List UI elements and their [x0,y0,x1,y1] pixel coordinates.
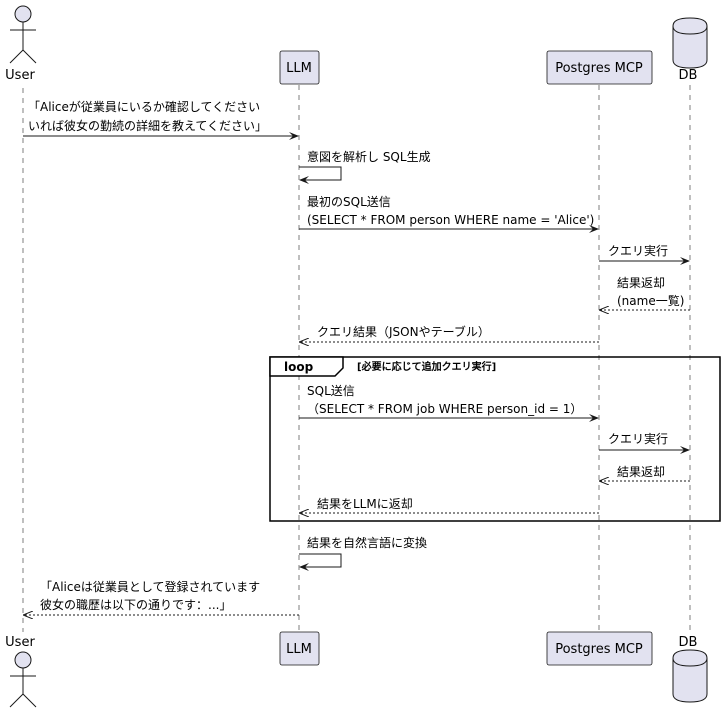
participant-mcp-bottom: Postgres MCP [546,631,653,666]
svg-text:クエリ結果（JSONやテーブル）: クエリ結果（JSONやテーブル） [317,324,490,339]
message-query-exec-2: クエリ実行 [599,431,690,454]
actor-head-icon [14,651,32,669]
message-llm-parse: 意図を解析し SQL生成 [299,149,431,184]
svg-text:(SELECT * FROM person WHERE na: (SELECT * FROM person WHERE name = 'Alic… [307,213,594,227]
message-first-sql: 最初のSQL送信 (SELECT * FROM person WHERE nam… [299,194,599,233]
svg-text:SQL送信: SQL送信 [307,383,355,398]
svg-text:（SELECT * FROM job WHERE perso: （SELECT * FROM job WHERE person_id = 1） [307,402,582,416]
message-query-exec-1: クエリ実行 [599,243,690,265]
loop-condition: [必要に応じて追加クエリ実行] [357,360,496,373]
participant-llm-label: LLM [286,61,312,76]
svg-text:結果返却: 結果返却 [617,465,665,479]
participant-db-label: DB [679,635,698,650]
participant-mcp-top: Postgres MCP [546,50,653,85]
database-icon [672,649,708,703]
message-query-result: クエリ結果（JSONやテーブル） [300,324,599,342]
participant-db-label: DB [679,68,698,83]
svg-text:クエリ実行: クエリ実行 [608,431,668,446]
participant-llm-label: LLM [286,642,312,657]
participant-db-top: DB [672,17,708,83]
participant-llm-top: LLM [279,50,320,85]
svg-text:(name一覧): (name一覧) [617,294,684,308]
participant-mcp-label: Postgres MCP [555,61,643,76]
svg-text:クエリ実行: クエリ実行 [608,243,668,258]
database-icon [672,17,708,69]
svg-text:最初のSQL送信: 最初のSQL送信 [307,194,391,209]
message-user-request: 「Aliceが従業員にいるか確認してください いれば彼女の勤続の詳細を教えてくだ… [23,99,299,140]
loop-frame: loop [必要に応じて追加クエリ実行] [269,356,721,522]
actor-user-bottom: User [5,635,37,708]
participant-llm-bottom: LLM [279,631,320,666]
participant-mcp-label: Postgres MCP [555,642,643,657]
participant-db-bottom: DB [672,635,708,703]
message-result-to-llm: 結果をLLMに返却 [300,497,599,513]
svg-text:結果返却: 結果返却 [617,276,665,290]
loop-label: loop [284,360,314,374]
svg-text:いれば彼女の勤続の詳細を教えてください」: いれば彼女の勤続の詳細を教えてください」 [28,118,267,133]
message-llm-natural-language: 結果を自然言語に変換 [299,535,427,571]
svg-text:結果をLLMに返却: 結果をLLMに返却 [317,497,413,511]
actor-user-top: User [5,5,37,83]
svg-text:彼女の職歴は以下の通りです：...」: 彼女の職歴は以下の通りです：...」 [40,597,231,612]
message-result-return-1: 結果返却 (name一覧) [600,276,690,310]
svg-text:「Aliceは従業員として登録されています: 「Aliceは従業員として登録されています [40,579,260,594]
message-result-return-2: 結果返却 [600,465,690,481]
actor-head-icon [14,5,32,23]
message-llm-response: 「Aliceは従業員として登録されています 彼女の職歴は以下の通りです：...」 [24,579,299,615]
participant-user-label: User [5,635,35,650]
svg-text:「Aliceが従業員にいるか確認してください: 「Aliceが従業員にいるか確認してください [28,99,260,114]
svg-text:意図を解析し SQL生成: 意図を解析し SQL生成 [307,149,431,164]
message-sql-send: SQL送信 （SELECT * FROM job WHERE person_id… [299,383,599,422]
participant-user-label: User [5,68,35,83]
svg-text:結果を自然言語に変換: 結果を自然言語に変換 [307,535,427,550]
